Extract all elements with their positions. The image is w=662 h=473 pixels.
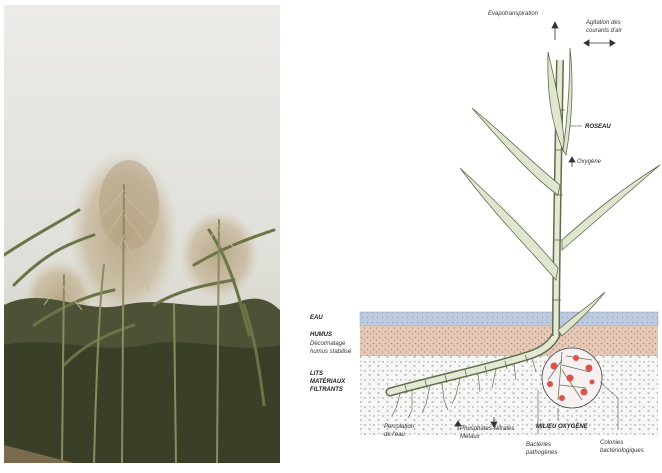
agitation-label-2: courants d'air xyxy=(586,28,623,34)
reed-photo xyxy=(4,5,280,463)
phosphates-label-1: Phosphates-Nitrates xyxy=(460,426,514,432)
lits-label-2: MATÉRIAUX xyxy=(310,377,346,385)
lits-label-1: LITS xyxy=(310,371,323,377)
air-arrow-left-icon xyxy=(584,40,589,46)
reed-photo-image xyxy=(4,5,280,463)
milieu-label: MILIEU OXYGÈNE xyxy=(536,422,589,430)
reed-bed-diagram: Evapotranspiration Agitation des courant… xyxy=(300,0,662,468)
colonies-label-1: Colonies xyxy=(600,440,623,446)
bacteries-label-1: Bactéries xyxy=(526,442,551,448)
oxygen-arrow-icon xyxy=(569,157,575,162)
bacteries-label-2: pathogènes xyxy=(525,450,557,456)
humus-label-3: humus stabilisé xyxy=(310,349,352,355)
evapo-arrow-icon xyxy=(552,22,558,28)
roseau-label: ROSEAU xyxy=(585,124,611,130)
lits-label-3: FILTRANTS xyxy=(310,387,343,393)
evapo-label: Evapotranspiration xyxy=(488,11,539,17)
air-arrow-right-icon xyxy=(610,40,615,46)
phosphates-label-2: Métaux xyxy=(460,434,481,440)
eau-label: EAU xyxy=(310,315,323,321)
humus-label-1: HUMUS xyxy=(310,332,332,338)
oxygen-zone xyxy=(542,348,602,408)
colonies-label-2: bactériologiques xyxy=(600,448,644,454)
water-layer xyxy=(360,312,658,326)
percolation-label-1: Percolation xyxy=(384,424,415,430)
percolation-label-2: de l'eau xyxy=(384,432,405,438)
humus-layer xyxy=(360,326,658,356)
diagram-canvas: Evapotranspiration Agitation des courant… xyxy=(300,0,662,468)
humus-label-2: Décolmatage xyxy=(310,341,346,347)
oxygene-label: Oxygène xyxy=(577,159,602,165)
agitation-label-1: Agitation des xyxy=(585,20,621,26)
